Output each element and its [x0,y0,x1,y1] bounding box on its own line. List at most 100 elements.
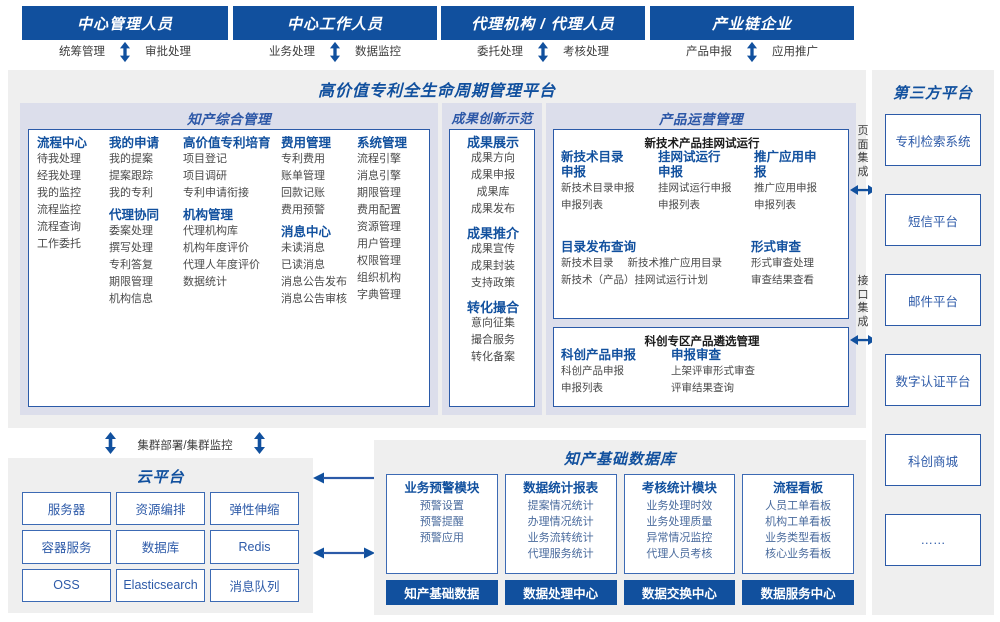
ip-section-item[interactable]: 用户管理 [357,238,401,250]
third-party-item-2[interactable]: 短信平台 [885,194,981,246]
ip-section-item[interactable]: 撰写处理 [109,242,153,254]
ip-section-item[interactable]: 代理机构库 [183,225,238,237]
ip-section-item[interactable]: 我的专利 [109,187,153,199]
cloud-cell-6[interactable]: Redis [210,530,299,564]
ip-section-item[interactable]: 费用配置 [357,204,401,216]
third-party-item-3[interactable]: 邮件平台 [885,274,981,326]
ip-section-item[interactable]: 账单管理 [281,170,325,182]
third-party-item-4[interactable]: 数字认证平台 [885,354,981,406]
ip-section-item[interactable]: 我的监控 [37,187,81,199]
ip-section-item[interactable]: 消息引擎 [357,170,401,182]
cloud-cell-9[interactable]: 消息队列 [210,568,299,602]
product-ops-col-item[interactable]: 评审结果查询 [671,382,734,394]
cloud-cell-1[interactable]: 服务器 [22,492,111,526]
product-ops-col-item[interactable]: 新技术目录申报 [561,182,635,194]
ip-section-item[interactable]: 流程查询 [37,221,81,233]
achievement-section-item[interactable]: 支持政策 [471,277,515,289]
database-card-item[interactable]: 办理情况统计 [527,516,594,528]
database-card-item[interactable]: 预警提醒 [419,516,464,528]
ip-section-item[interactable]: 专利申请衔接 [183,187,249,199]
ip-section-item[interactable]: 流程引擎 [357,153,401,165]
ip-section-item[interactable]: 待我处理 [37,153,81,165]
database-card-item[interactable]: 业务处理时效 [646,500,713,512]
achievement-section-item[interactable]: 成果宣传 [471,243,515,255]
database-footer-4[interactable]: 数据服务中心 [742,580,854,605]
ip-section-item[interactable]: 组织机构 [357,272,401,284]
achievement-section-item[interactable]: 成果封装 [471,260,515,272]
achievement-section-item[interactable]: 成果方向 [471,152,515,164]
database-card-item[interactable]: 预警设置 [419,500,464,512]
database-footer-1[interactable]: 知产基础数据 [386,580,498,605]
achievement-section-item[interactable]: 成果发布 [471,203,515,215]
database-card-item[interactable]: 核心业务看板 [765,548,832,560]
product-ops-col-item[interactable]: 上架评审形式审查 [671,365,755,377]
cloud-cell-3[interactable]: 弹性伸缩 [210,492,299,526]
cloud-cell-8[interactable]: Elasticsearch [116,568,205,602]
database-card-item[interactable]: 代理人员考核 [646,548,713,560]
database-card-item[interactable]: 异常情况监控 [646,532,713,544]
product-ops-col-item[interactable]: 新技术（产品）挂网试运行计划 [561,274,708,286]
product-ops-col-item[interactable]: 新技术目录 [561,257,614,269]
actor-flow-right-label: 审批处理 [145,46,191,58]
database-footer-3[interactable]: 数据交换中心 [623,580,736,605]
ip-section-item[interactable]: 字典管理 [357,289,401,301]
ip-section-item[interactable]: 已读消息 [281,259,325,271]
achievement-section-item[interactable]: 意向征集 [471,317,515,329]
ip-section-item[interactable]: 项目登记 [183,153,227,165]
database-card-item[interactable]: 业务类型看板 [765,532,832,544]
ip-section-item[interactable]: 提案跟踪 [109,170,153,182]
cloud-cell-7[interactable]: OSS [22,568,111,602]
cloud-cell-4[interactable]: 容器服务 [22,530,111,564]
product-ops-col-item[interactable]: 申报列表 [658,199,700,211]
ip-section-item[interactable]: 消息公告发布 [281,276,347,288]
ip-section-item[interactable]: 我的提案 [109,153,153,165]
ip-section-item[interactable]: 数据统计 [183,276,227,288]
ip-section-item[interactable]: 期限管理 [109,276,153,288]
ip-section-item[interactable]: 期限管理 [357,187,401,199]
ip-section-item[interactable]: 机构信息 [109,293,153,305]
ip-section-item[interactable]: 项目调研 [183,170,227,182]
ip-section-item[interactable]: 流程监控 [37,204,81,216]
ip-section-item[interactable]: 经我处理 [37,170,81,182]
product-ops-col-item[interactable]: 申报列表 [754,199,796,211]
product-ops-col-item[interactable]: 推广应用申报 [754,182,817,194]
ip-section-item[interactable]: 回款记账 [281,187,325,199]
database-card-item[interactable]: 业务处理质量 [646,516,713,528]
database-footer-2[interactable]: 数据处理中心 [504,580,617,605]
third-party-item-5[interactable]: 科创商城 [885,434,981,486]
ip-section-item[interactable]: 费用预警 [281,204,325,216]
ip-section-item[interactable]: 资源管理 [357,221,401,233]
ip-section-item[interactable]: 工作委托 [37,238,81,250]
achievement-section-item[interactable]: 成果申报 [471,169,515,181]
panel-ip-mgmt: 流程中心待我处理经我处理我的监控流程监控流程查询工作委托我的申请我的提案提案跟踪… [28,129,430,407]
product-ops-col-item[interactable]: 形式审查处理 [751,257,814,269]
achievement-section-item[interactable]: 成果库 [476,186,510,198]
product-ops-col-item[interactable]: 新技术推广应用目录 [627,257,723,269]
database-card-item[interactable]: 业务流转统计 [527,532,594,544]
ip-section-head: 费用管理 [281,136,332,150]
ip-section-item[interactable]: 代理人年度评价 [183,259,260,271]
ip-section-item[interactable]: 未读消息 [281,242,325,254]
third-party-item-1[interactable]: 专利检索系统 [885,114,981,166]
ip-section-item[interactable]: 机构年度评价 [183,242,249,254]
achievement-section-item[interactable]: 撮合服务 [471,334,515,346]
ip-section-item[interactable]: 委案处理 [109,225,153,237]
cloud-cell-2[interactable]: 资源编排 [116,492,205,526]
database-card-item[interactable]: 预警应用 [419,532,464,544]
ip-section-item[interactable]: 专利费用 [281,153,325,165]
ip-section-item[interactable]: 权限管理 [357,255,401,267]
product-ops-col-item[interactable]: 审查结果查看 [751,274,814,286]
third-party-item-6[interactable]: …… [885,514,981,566]
database-card-item[interactable]: 提案情况统计 [527,500,594,512]
database-card-item[interactable]: 机构工单看板 [765,516,832,528]
database-card-item[interactable]: 代理服务统计 [527,548,594,560]
product-ops-col-item[interactable]: 科创产品申报 [561,365,624,377]
database-card-item[interactable]: 人员工单看板 [765,500,832,512]
cloud-cell-5[interactable]: 数据库 [116,530,205,564]
ip-section-item[interactable]: 专利答复 [109,259,153,271]
achievement-section-item[interactable]: 转化备案 [471,351,515,363]
product-ops-col-item[interactable]: 申报列表 [561,382,603,394]
product-ops-col-item[interactable]: 申报列表 [561,199,603,211]
product-ops-col-item[interactable]: 挂网试运行申报 [658,182,732,194]
ip-section-item[interactable]: 消息公告审核 [281,293,347,305]
